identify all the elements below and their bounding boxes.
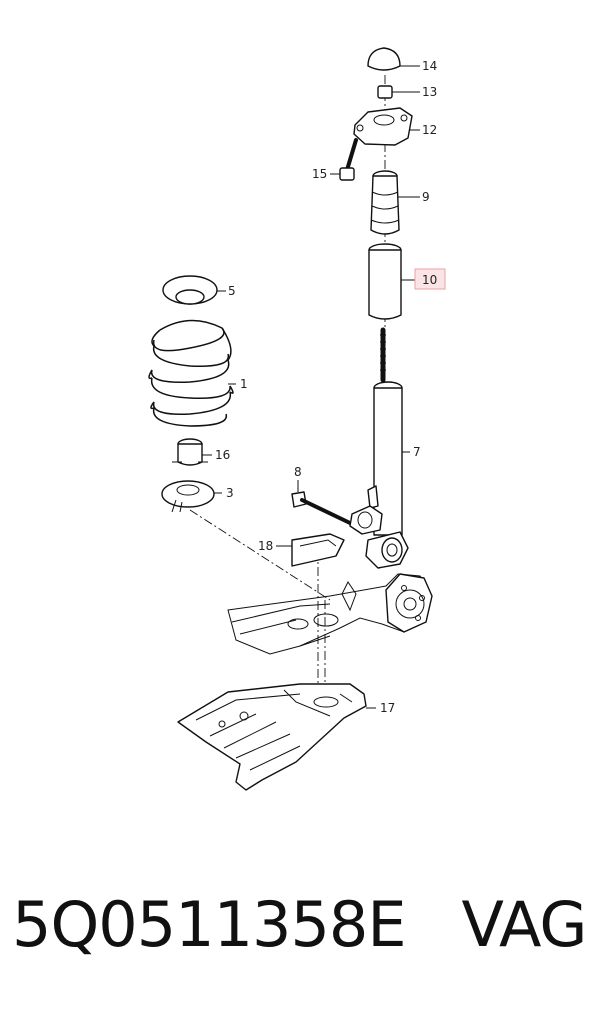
part-bolt-top <box>330 138 358 181</box>
callout-3: 3 <box>226 486 234 500</box>
centre-lines <box>189 75 386 700</box>
callout-12: 12 <box>422 123 437 137</box>
part-lower-spring-seat <box>161 480 222 513</box>
callout-10: 10 <box>422 273 437 287</box>
callout-15: 15 <box>312 167 327 181</box>
part-cap <box>367 47 420 71</box>
part-10-highlight <box>414 268 446 290</box>
part-number-caption: 5Q0511358E VAG <box>12 888 592 998</box>
part-dust-boot <box>368 243 446 320</box>
exploded-parts-diagram: 14 13 12 15 9 10 5 1 7 16 8 3 18 17 <box>148 47 446 791</box>
part-upper-spring-seat <box>162 275 226 305</box>
callout-14: 14 <box>422 59 437 73</box>
callout-17: 17 <box>380 701 395 715</box>
callout-13: 13 <box>422 85 437 99</box>
part-buffer <box>172 438 212 466</box>
part-coil-spring <box>148 319 236 427</box>
part-nut <box>377 85 420 99</box>
callout-5: 5 <box>228 284 236 298</box>
brand-name: VAG <box>461 888 588 961</box>
callout-1: 1 <box>240 377 248 391</box>
callout-18: 18 <box>258 539 273 553</box>
part-number: 5Q0511358E <box>12 888 407 961</box>
rear-axle <box>227 573 433 655</box>
callout-9: 9 <box>422 190 430 204</box>
part-top-mount <box>353 107 420 146</box>
callout-16: 16 <box>215 448 230 462</box>
callout-7: 7 <box>413 445 421 459</box>
part-underbody-panel <box>177 683 376 791</box>
part-bolt-lower <box>291 480 383 535</box>
callout-8: 8 <box>294 465 302 479</box>
part-bracket <box>276 533 345 567</box>
part-bump-stop <box>370 170 420 235</box>
part-shock-absorber <box>365 327 410 569</box>
